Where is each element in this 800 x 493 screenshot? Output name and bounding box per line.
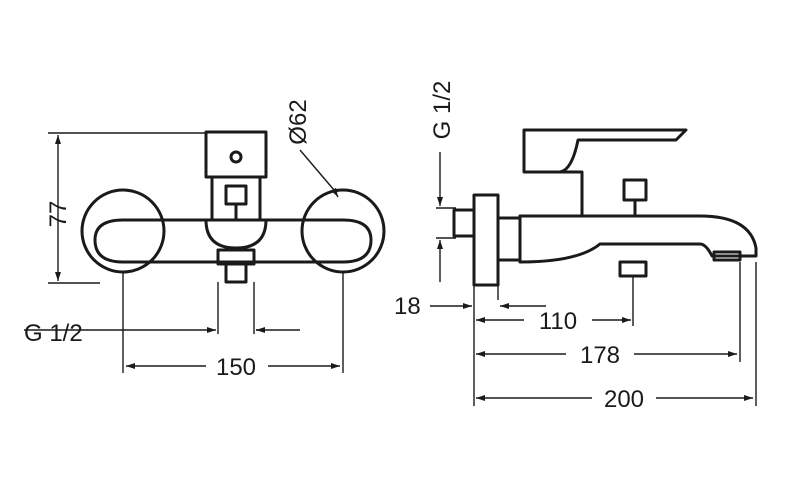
height-dimension-label: 77 — [45, 201, 72, 228]
side-body — [518, 170, 584, 218]
diverter-knob — [224, 184, 248, 206]
side-diverter-knob — [622, 178, 648, 202]
side-lever — [522, 128, 688, 174]
spout-cap — [204, 218, 268, 250]
front-view: 77 Ø62 G 1/2 150 — [24, 99, 386, 381]
diameter-dimension-label: Ø62 — [285, 99, 312, 144]
centers-dimension-label: 150 — [216, 354, 256, 381]
lever-handle — [204, 130, 268, 179]
inlet-thread-label-side: G 1/2 — [429, 81, 456, 140]
inlet-nipple — [452, 208, 476, 238]
right-rosette — [300, 188, 386, 274]
inlet-thread-label-front: G 1/2 — [24, 320, 83, 347]
wall-flange — [472, 193, 500, 287]
mixer-body — [93, 218, 373, 264]
spout-dimension-label: 178 — [580, 342, 620, 369]
outlet-dimension-label: 110 — [539, 308, 577, 335]
side-view: G 1/2 18 110 178 200 — [394, 81, 758, 413]
left-rosette — [80, 188, 166, 274]
side-spout — [518, 214, 758, 264]
side-bottom-outlet — [618, 260, 648, 278]
overall-dimension-label: 200 — [604, 386, 644, 413]
wall-dimension-label: 18 — [394, 293, 421, 320]
lever-indicator — [229, 150, 243, 164]
